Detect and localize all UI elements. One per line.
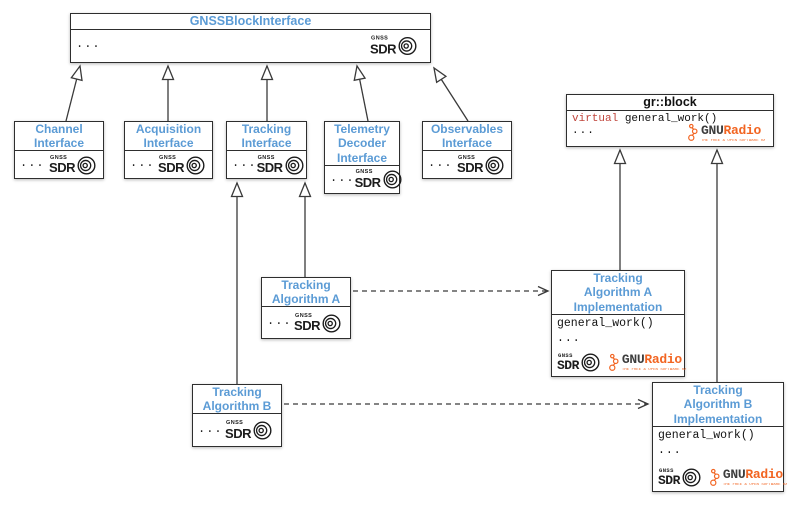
gnss-sdr-wordmark: GNSS SDR [256,154,283,176]
gnuradio-wordmark: GNURadio THE FREE & OPEN SOFTWARE RADIO … [701,122,765,143]
method-name: general_work() [557,317,654,330]
class-title: Acquisition Interface [125,122,212,151]
members-ellipsis: ... [330,170,355,185]
inheritance-arrow-channel [65,64,83,122]
gnss-sdr-wordmark: GNSS SDR [294,312,320,334]
method-name: general_work() [658,429,755,442]
gnss-sdr-wordmark: GNSS SDR [370,35,396,57]
gnss-sdr-spiral-icon [383,170,402,189]
gnss-sdr-wordmark: GNSS SDR [557,352,579,373]
class-box-tracking-algorithm-a: Tracking Algorithm A ... GNSS SDR [261,277,351,339]
gnss-sdr-wordmark: GNSS SDR [658,467,680,488]
class-title: gr::block [567,95,773,111]
logos-row: GNSS SDR [658,467,787,489]
gnss-sdr-logo: GNSS SDR [457,155,505,176]
gnuradio-icon [688,123,698,141]
class-body: ... GNSS SDR [423,151,511,179]
class-title: Tracking Interface [227,122,306,151]
gnuradio-tagline: THE FREE & OPEN SOFTWARE RADIO ECOSYSTEM [701,138,765,143]
gnuradio-icon [710,468,720,486]
gnss-sdr-spiral-icon [186,155,205,175]
class-title: Telemetry Decoder Interface [325,122,399,166]
members-ellipsis: ... [572,125,595,137]
class-box-tracking-interface: Tracking Interface ... GNSS SDR [226,121,307,179]
gnss-sdr-spiral-icon [581,353,600,372]
gnss-sdr-wordmark: GNSS SDR [457,154,483,176]
gnss-sdr-logo: GNSS SDR [225,420,273,441]
gnss-sdr-logo: GNSS SDR [658,467,702,488]
class-body: ... GNSS SDR [262,307,350,339]
class-body: ... GNSS SDR [15,151,103,179]
class-body: ... GNSS SDR [325,166,402,193]
class-body: general_work() ... GNSS SDR [552,315,686,376]
members-ellipsis: ... [76,37,101,51]
gnss-sdr-logo: GNSS SDR [355,169,403,190]
gnuradio-icon [609,353,619,371]
class-body: ... GNSS SDR [227,151,306,179]
gnuradio-wordmark: GNURadio THE FREE & OPEN SOFTWARE RADIO … [621,352,686,372]
virtual-method-line: virtual general_work() [572,113,768,125]
class-body: virtual general_work() ... GNURadio THE … [567,111,773,146]
class-title: Tracking Algorithm B [193,385,281,414]
class-box-gr-block: gr::block virtual general_work() ... GNU… [566,94,774,147]
gnss-sdr-logo: GNSS SDR [257,155,305,176]
gnss-sdr-spiral-icon [682,468,701,487]
class-body: ... GNSS SDR [193,414,281,447]
class-title: Tracking Algorithm A Implementation [552,271,684,315]
gnss-sdr-wordmark: GNSS SDR [158,154,184,176]
members-ellipsis: ... [232,156,257,170]
gnss-sdr-logo: GNSS SDR [557,352,601,373]
class-body: general_work() ... GNSS SDR [653,427,787,491]
class-box-channel-interface: Channel Interface ... GNSS SDR [14,121,104,179]
virtual-keyword: virtual [572,113,619,125]
members-ellipsis: ... [557,331,581,345]
gnss-sdr-wordmark: GNSS SDR [225,420,251,441]
gnuradio-logo: GNURadio THE FREE & OPEN SOFTWARE RADIO … [709,468,787,488]
class-box-tracking-algorithm-b-implementation: Tracking Algorithm B Implementation gene… [652,382,787,492]
gnuradio-logo: GNURadio THE FREE & OPEN SOFTWARE RADIO … [608,353,686,373]
class-title: Tracking Algorithm B Implementation [653,383,783,427]
class-box-tracking-algorithm-a-implementation: Tracking Algorithm A Implementation gene… [551,270,686,377]
inheritance-arrow-telemetry [353,64,369,122]
class-box-observables-interface: Observables Interface ... GNSS SDR [422,121,512,179]
gnuradio-tagline: THE FREE & OPEN SOFTWARE RADIO ECOSYSTEM [621,367,686,372]
gnss-sdr-logo: GNSS SDR [49,155,97,176]
logos-row: GNSS SDR [557,352,686,374]
members-ellipsis: ... [130,156,155,170]
gnss-sdr-spiral-icon [398,36,417,56]
gnss-sdr-wordmark: GNSS SDR [354,169,381,190]
class-body: ... GNSS SDR [125,151,212,179]
class-box-telemetry-decoder-interface: Telemetry Decoder Interface ... GNSS SDR [324,121,402,194]
class-box-gnssblockinterface: GNSSBlockInterface ... GNSS SDR [70,13,431,63]
class-title: Tracking Algorithm A [262,278,350,307]
members-ellipsis: ... [428,156,453,170]
class-title: Channel Interface [15,122,103,151]
gnss-sdr-spiral-icon [285,155,304,175]
class-title: Observables Interface [423,122,511,151]
class-body: ... GNSS SDR [71,30,430,62]
gnss-sdr-logo: GNSS SDR [370,36,418,57]
members-ellipsis: ... [658,443,682,457]
gnuradio-wordmark: GNURadio THE FREE & OPEN SOFTWARE RADIO … [722,467,787,487]
gnss-sdr-logo: GNSS SDR [158,155,206,176]
method-name: general_work() [618,113,718,125]
gnss-sdr-wordmark: GNSS SDR [49,154,75,176]
members-ellipsis: ... [20,156,45,170]
gnss-sdr-spiral-icon [253,421,272,440]
gnss-sdr-logo: GNSS SDR [294,313,342,334]
members-ellipsis: ... [267,314,292,328]
class-title: GNSSBlockInterface [71,14,430,30]
gnss-sdr-spiral-icon [322,313,341,333]
gnuradio-tagline: THE FREE & OPEN SOFTWARE RADIO ECOSYSTEM [722,482,787,487]
gnss-sdr-spiral-icon [485,155,504,175]
gnss-sdr-spiral-icon [77,155,96,175]
gnuradio-logo: GNURadio THE FREE & OPEN SOFTWARE RADIO … [687,123,765,143]
class-box-tracking-algorithm-b: Tracking Algorithm B ... GNSS SDR [192,384,282,447]
members-ellipsis: ... [198,421,223,436]
inheritance-arrow-observables [433,66,469,122]
class-box-acquisition-interface: Acquisition Interface ... GNSS SDR [124,121,213,179]
